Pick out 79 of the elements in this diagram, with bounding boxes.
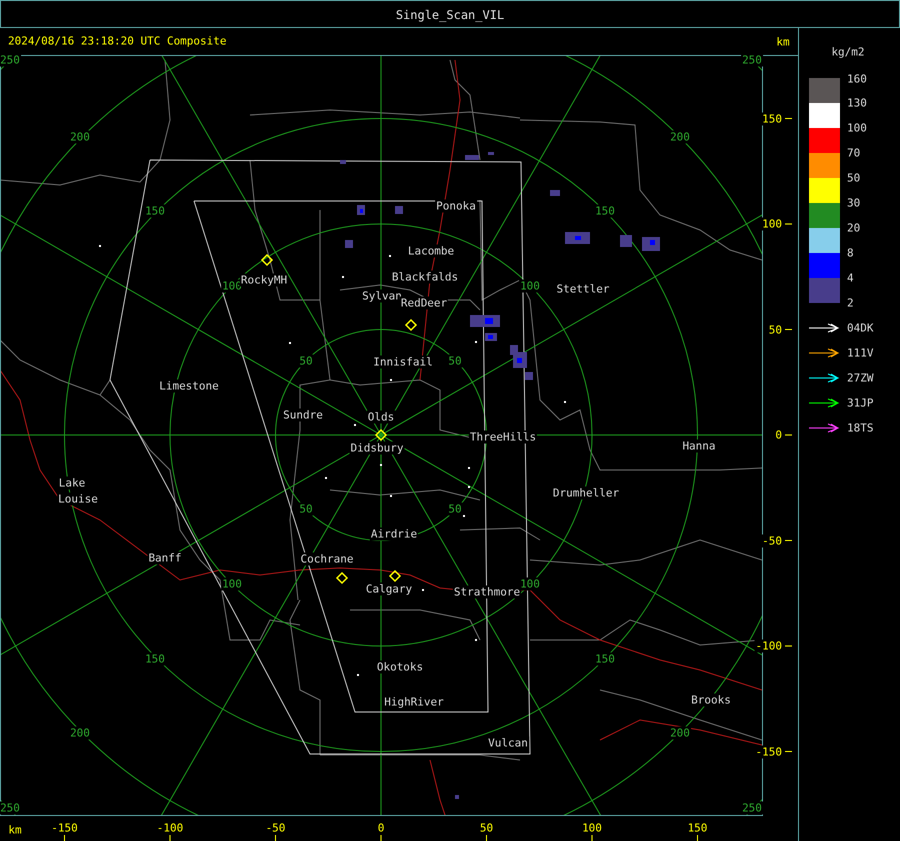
legend-value: 100 <box>847 122 867 134</box>
legend-value: 160 <box>847 74 867 84</box>
legend-label: 111V <box>847 348 874 358</box>
axis-tick-label: 100 <box>761 218 783 230</box>
axis-tick-label: 150 <box>761 112 783 125</box>
legend-label: 18TS <box>847 422 874 434</box>
range-ring-label: 150 <box>594 652 616 666</box>
legend-value: 2 <box>847 298 854 308</box>
legend-label: 27ZW <box>847 372 874 384</box>
legend-value: 130 <box>847 98 867 108</box>
unit-label: km <box>776 36 790 48</box>
axis-tick-label: 150 <box>686 822 708 834</box>
legend-value: 4 <box>847 272 854 284</box>
range-ring-label: 250 <box>0 802 21 814</box>
place-name: Didsbury <box>350 442 404 454</box>
legend-value: 20 <box>847 222 860 234</box>
legend-title: kg/m2 <box>831 46 865 58</box>
place-name: Blackfalds <box>390 270 460 284</box>
place-name: Hanna <box>681 440 717 452</box>
range-ring-label: 200 <box>69 726 91 740</box>
range-ring-label: 50 <box>447 354 463 368</box>
place-name: Louise <box>57 492 99 506</box>
range-ring-label: 50 <box>298 502 314 516</box>
range-ring-label: 250 <box>741 54 763 66</box>
place-name: Airdrie <box>370 528 418 540</box>
range-ring-label: 150 <box>144 652 166 666</box>
range-ring-label: 200 <box>69 130 91 144</box>
axis-tick-label: 50 <box>478 822 494 834</box>
axis-tick-label: -150 <box>754 745 783 758</box>
legend-label: 04DK <box>847 322 874 334</box>
axis-tick-label: 100 <box>581 822 603 834</box>
chart-title: Single_Scan_VIL <box>394 9 506 21</box>
timestamp-text: 2024/08/16 23:18:20 UTC Composite <box>8 36 227 46</box>
place-name: Lacombe <box>406 244 456 258</box>
legend-value: 30 <box>847 198 860 208</box>
place-name: Strathmore <box>452 586 522 598</box>
axis-tick-label: -150 <box>50 822 79 834</box>
legend-value: 8 <box>847 248 854 258</box>
place-name: ThreeHills <box>468 430 538 444</box>
place-name: RedDeer <box>400 296 448 310</box>
legend-label: 31JP <box>847 398 874 408</box>
axis-tick-label: -50 <box>761 534 783 547</box>
range-ring-label: 150 <box>594 204 616 218</box>
place-name: Innisfail <box>372 356 434 368</box>
place-name: Stettler <box>556 282 610 296</box>
axis-tick-label: 0 <box>774 428 783 442</box>
place-name: Sylvan <box>361 290 403 302</box>
range-ring-label: 150 <box>144 204 166 218</box>
unit-label: km <box>8 824 22 836</box>
place-name: RockyMH <box>240 274 288 286</box>
axis-tick-label: -100 <box>754 640 783 652</box>
place-name: Okotoks <box>376 660 424 674</box>
place-name: Banff <box>147 552 183 564</box>
place-name: Cochrane <box>300 552 354 566</box>
place-name: Lake <box>58 476 86 490</box>
range-ring-label: 250 <box>0 54 21 66</box>
place-name: Drumheller <box>552 486 620 500</box>
axis-tick-label: -50 <box>264 822 286 834</box>
legend-value: 70 <box>847 148 860 158</box>
axis-tick-label: 50 <box>768 323 783 336</box>
place-name: Olds <box>366 410 396 424</box>
range-ring-label: 100 <box>519 578 541 590</box>
range-ring-label: 50 <box>298 354 314 368</box>
place-name: Brooks <box>690 694 732 706</box>
range-ring-label: 200 <box>669 726 691 740</box>
axis-tick-label: 0 <box>376 822 386 834</box>
place-name: Limestone <box>158 380 220 392</box>
place-name: Vulcan <box>487 736 529 750</box>
range-ring-label: 100 <box>221 578 243 590</box>
place-name: Calgary <box>364 582 414 596</box>
place-name: Ponoka <box>435 200 477 212</box>
range-ring-label: 100 <box>519 280 541 292</box>
range-ring-label: 250 <box>741 802 763 814</box>
range-ring-label: 200 <box>669 130 691 144</box>
axis-tick-label: -100 <box>156 822 184 834</box>
range-ring-label: 50 <box>447 502 463 516</box>
place-name: HighRiver <box>383 696 445 708</box>
legend-value: 50 <box>847 172 860 184</box>
place-name: Sundre <box>282 408 324 422</box>
